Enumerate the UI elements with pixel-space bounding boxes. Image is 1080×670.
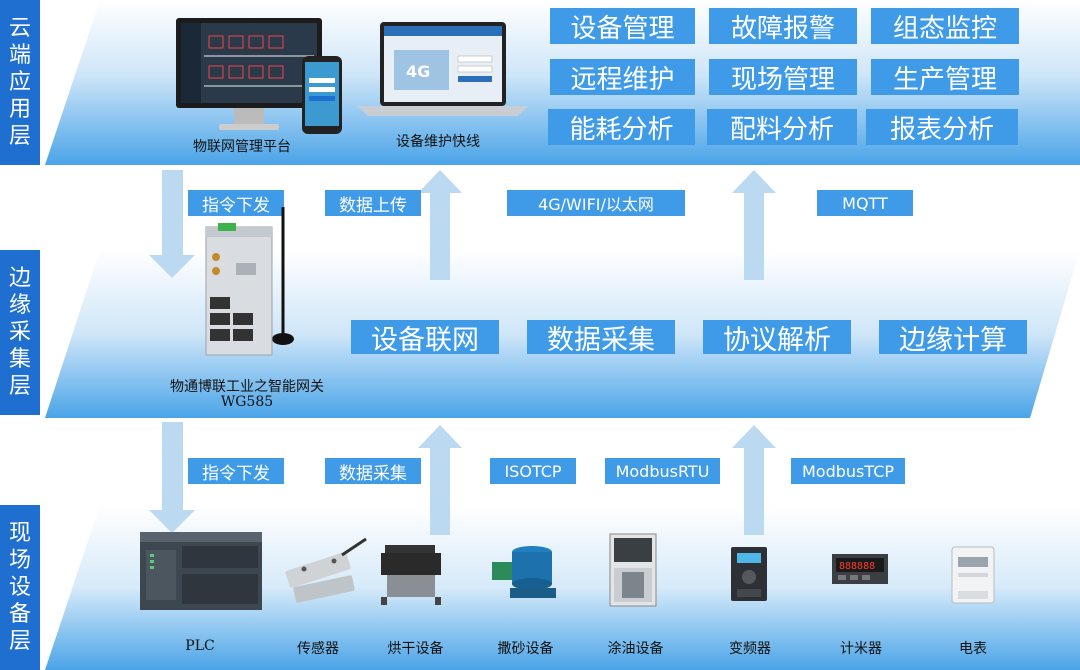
up-arrow-icon [732,425,776,535]
down-arrow-icon [149,170,195,278]
device-label-electric-meter: 电表 [959,641,987,657]
monitor-icon [176,18,342,134]
platform-caption: 物联网管理平台 [193,139,291,155]
function-protocol-parsing: 协议解析 [703,320,851,356]
maintenance-caption: 设备维护快线 [396,134,480,150]
gateway-caption-line1: 物通博联工业之智能网关 [170,379,324,395]
function-site-management: 现场管理 [709,59,857,95]
meter-counter-icon: 888888 [832,554,888,584]
svg-text:4G: 4G [406,62,430,81]
cloud-layer-label: 云端应用层 [0,0,40,165]
device-label-sanding: 撒砂设备 [497,641,554,657]
plc-icon [140,532,262,610]
edge-data-collect-label: 数据采集 [325,458,421,484]
function-device-networking: 设备联网 [351,320,499,356]
function-energy-analysis: 能耗分析 [548,109,695,145]
cloud-command-down-label: 指令下发 [188,190,284,216]
device-label-plc: PLC [185,638,215,654]
edge-layer-label: 边缘采集层 [0,250,40,415]
laptop-icon: 4G [358,22,528,116]
field-layer-plane [45,505,1080,670]
gateway-caption-line2: WG585 [220,394,274,410]
electric-meter-icon [951,546,995,604]
up-arrow-icon [732,170,776,280]
down-arrow-icon [149,422,195,533]
svg-text:888888: 888888 [839,561,875,572]
up-arrow-icon [418,425,462,535]
function-remote-maintenance: 远程维护 [550,59,695,95]
function-device-management: 设备管理 [550,8,695,44]
network-label: 4G/WIFI/以太网 [507,190,685,216]
sanding-icon [492,546,556,598]
oiling-icon [609,533,657,607]
gateway-icon [205,207,294,356]
function-ingredient-analysis: 配料分析 [707,109,857,145]
inverter-icon [731,547,767,601]
edge-command-down-label: 指令下发 [188,458,284,484]
device-label-oiling: 涂油设备 [607,641,664,657]
protocol-modbusrtu: ModbusRTU [605,458,720,484]
function-fault-alarm: 故障报警 [709,8,857,44]
function-production-management: 生产管理 [871,59,1019,95]
protocol-isotcp: ISOTCP [490,458,576,484]
protocol-modbustcp: ModbusTCP [791,458,905,484]
cloud-data-upload-label: 数据上传 [325,190,421,216]
sensor-icon [285,537,367,603]
mqtt-label: MQTT [817,190,913,216]
function-edge-computing: 边缘计算 [879,320,1027,356]
device-label-dryer: 烘干设备 [387,641,444,657]
field-layer-label: 现场设备层 [0,505,40,670]
device-label-inverter: 变频器 [729,641,771,657]
function-report-analysis: 报表分析 [866,109,1018,145]
function-data-collection: 数据采集 [527,320,675,356]
function-config-monitor: 组态监控 [871,8,1019,44]
device-label-sensor: 传感器 [297,641,339,657]
dryer-icon [381,545,441,605]
up-arrow-icon [418,170,462,280]
device-label-meter-counter: 计米器 [840,641,882,657]
